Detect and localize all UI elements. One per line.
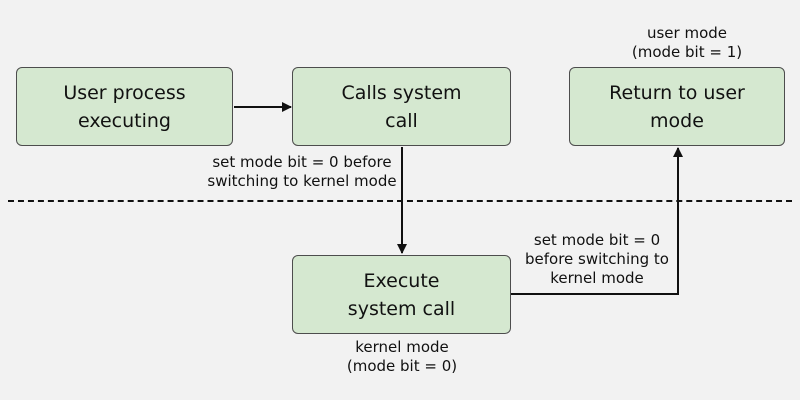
node-user-process: User process executing xyxy=(16,67,233,146)
node-execute-system-call: Execute system call xyxy=(292,255,511,334)
label-set-bit-return-line3: kernel mode xyxy=(550,269,644,287)
label-user-mode-line2: (mode bit = 1) xyxy=(631,43,743,61)
node-calls-system-call: Calls system call xyxy=(292,67,511,146)
node-calls-system-call-line1: Calls system xyxy=(341,81,462,104)
node-execute-system-call-line2: system call xyxy=(347,297,456,320)
node-return-to-user-mode-line2: mode xyxy=(650,109,704,132)
node-execute-system-call-line1: Execute xyxy=(363,269,440,292)
node-return-to-user-mode: Return to user mode xyxy=(569,67,785,146)
label-user-mode-line1: user mode xyxy=(646,24,728,42)
node-return-to-user-mode-line1: Return to user xyxy=(609,81,745,104)
node-calls-system-call-line2: call xyxy=(385,109,418,132)
user-kernel-divider xyxy=(8,200,792,202)
label-kernel-mode-line2: (mode bit = 0) xyxy=(346,357,458,375)
label-kernel-mode-line1: kernel mode xyxy=(355,338,449,356)
label-kernel-mode: kernel mode (mode bit = 0) xyxy=(297,338,507,376)
label-set-bit-return-line2: before switching to xyxy=(525,250,669,268)
node-user-process-line2: executing xyxy=(77,109,171,132)
node-user-process-line1: User process xyxy=(63,81,186,104)
arrow-execute-to-return xyxy=(511,147,683,295)
label-set-bit-before-kernel: set mode bit = 0 before switching to ker… xyxy=(172,153,432,191)
label-set-bit-return: set mode bit = 0 before switching to ker… xyxy=(502,231,692,288)
label-set-bit-before-kernel-line1: set mode bit = 0 before xyxy=(212,153,392,171)
label-user-mode: user mode (mode bit = 1) xyxy=(587,24,787,62)
label-set-bit-before-kernel-line2: switching to kernel mode xyxy=(207,172,397,190)
label-set-bit-return-line1: set mode bit = 0 xyxy=(533,231,661,249)
